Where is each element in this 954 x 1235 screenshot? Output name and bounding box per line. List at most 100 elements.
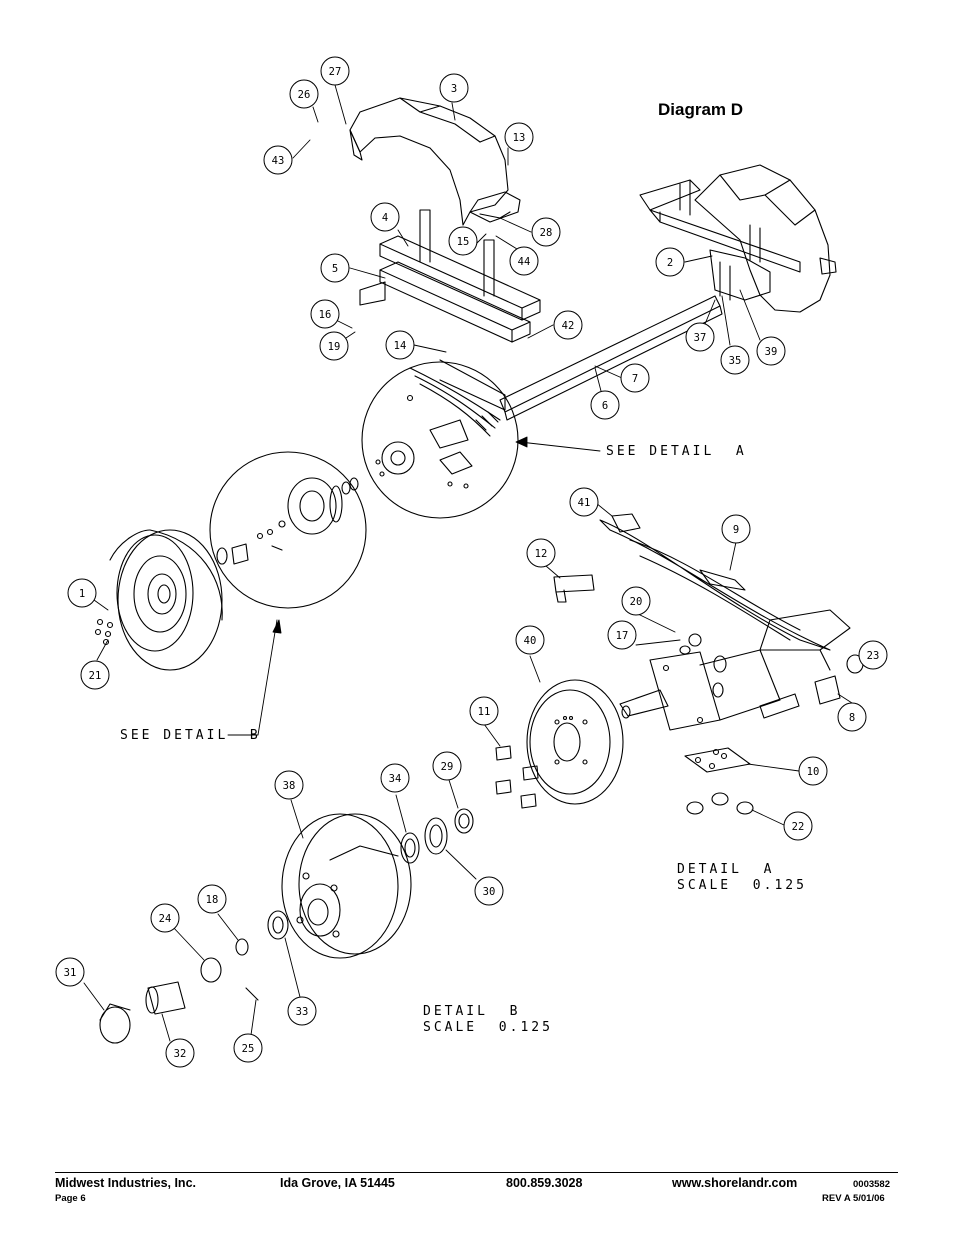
callout-number: 22	[792, 821, 805, 833]
callout-balloon	[287, 996, 317, 1026]
callout-balloon	[607, 620, 637, 650]
callout-balloon	[380, 763, 410, 793]
detail-b-scale: SCALE 0.125	[423, 1020, 553, 1035]
callout-balloon	[150, 903, 180, 933]
callout-number: 37	[694, 332, 707, 344]
detail-b-name: DETAIL B	[423, 1004, 521, 1019]
callout-balloon	[837, 702, 867, 732]
callout-balloon	[370, 202, 400, 232]
leader-lines	[83, 84, 865, 1042]
footer-revision: REV A 5/01/06	[822, 1193, 885, 1204]
callout-number: 35	[729, 355, 742, 367]
callout-balloon	[655, 247, 685, 277]
callout-number: 21	[89, 670, 102, 682]
fender-left	[349, 97, 521, 226]
callout-number: 31	[64, 967, 77, 979]
callout-number: 11	[478, 706, 491, 718]
callout-balloon	[448, 226, 478, 256]
footer-divider	[55, 1172, 898, 1173]
callout-balloon	[756, 336, 786, 366]
callout-number: 29	[441, 761, 454, 773]
callout-number: 44	[518, 256, 531, 268]
callout-number: 2	[667, 257, 673, 269]
detail-a-bubble	[361, 361, 519, 519]
callout-number: 34	[389, 773, 402, 785]
callout-balloon	[469, 696, 499, 726]
callout-balloon	[553, 310, 583, 340]
footer-city: Ida Grove, IA 51445	[280, 1176, 395, 1190]
callout-balloon	[55, 957, 85, 987]
callout-balloon	[783, 811, 813, 841]
callout-balloon	[197, 884, 227, 914]
callout-number: 18	[206, 894, 219, 906]
callout-number: 23	[867, 650, 880, 662]
callout-number: 16	[319, 309, 332, 321]
callout-number: 41	[578, 497, 591, 509]
diagram-title: Diagram D	[658, 100, 744, 119]
callout-number: 19	[328, 341, 341, 353]
callout-number: 13	[513, 132, 526, 144]
footer-phone: 800.859.3028	[506, 1176, 583, 1190]
callout-number: 25	[242, 1043, 255, 1055]
callout-balloon	[531, 217, 561, 247]
callout-number: 7	[632, 373, 638, 385]
callout-number: 42	[562, 320, 575, 332]
callout-balloon	[620, 363, 650, 393]
callout-number: 39	[765, 346, 778, 358]
callout-balloon	[263, 145, 293, 175]
callout-number: 28	[540, 227, 553, 239]
callout-balloon	[165, 1038, 195, 1068]
cross-channels	[359, 209, 541, 343]
callout-balloon	[721, 514, 751, 544]
callout-number: 26	[298, 89, 311, 101]
callout-balloon	[320, 56, 350, 86]
callout-number: 3	[451, 83, 457, 95]
callout-balloon	[509, 246, 539, 276]
callout-balloon	[720, 345, 750, 375]
detail-a-assembly	[495, 513, 864, 815]
callout-number: 5	[332, 263, 338, 275]
footer-company: Midwest Industries, Inc.	[55, 1176, 196, 1190]
callout-balloon	[798, 756, 828, 786]
upper-assembly	[94, 97, 837, 671]
callout-balloon	[590, 390, 620, 420]
callout-number: 32	[174, 1048, 187, 1060]
callout-number: 9	[733, 524, 739, 536]
callout-balloon	[432, 751, 462, 781]
footer-website: www.shorelandr.com	[672, 1176, 798, 1190]
callout-balloon	[310, 299, 340, 329]
callout-balloon	[80, 660, 110, 690]
callout-balloon	[526, 538, 556, 568]
detail-a-scale: SCALE 0.125	[677, 878, 807, 893]
see-detail-a-label: SEE DETAIL A	[606, 444, 747, 459]
see-detail-b-label: SEE DETAIL B	[120, 728, 261, 743]
callout-number: 17	[616, 630, 629, 642]
callout-number: 10	[807, 766, 820, 778]
callout-balloon	[515, 625, 545, 655]
callout-balloon	[439, 73, 469, 103]
callout-balloon	[319, 331, 349, 361]
callout-number: 40	[524, 635, 537, 647]
callout-balloon	[621, 586, 651, 616]
callout-number: 30	[483, 886, 496, 898]
fender-right	[639, 164, 837, 313]
callout-number: 27	[329, 66, 342, 78]
footer-doc-number: 0003582	[853, 1179, 890, 1190]
wheel	[94, 529, 223, 671]
callout-balloon	[233, 1033, 263, 1063]
detail-b-bubble	[209, 451, 367, 609]
callout-balloon	[320, 253, 350, 283]
callout-number: 8	[849, 712, 855, 724]
callout-number: 14	[394, 340, 407, 352]
axle-tube	[439, 295, 723, 421]
callout-balloon	[385, 330, 415, 360]
callout-balloon	[504, 122, 534, 152]
callout-number: 12	[535, 548, 548, 560]
callout-number: 6	[602, 400, 608, 412]
callout-balloon	[474, 876, 504, 906]
footer-page: Page 6	[55, 1193, 86, 1204]
callout-balloon	[685, 322, 715, 352]
detail-a-name: DETAIL A	[677, 862, 775, 877]
detail-b-assembly	[99, 808, 474, 1044]
